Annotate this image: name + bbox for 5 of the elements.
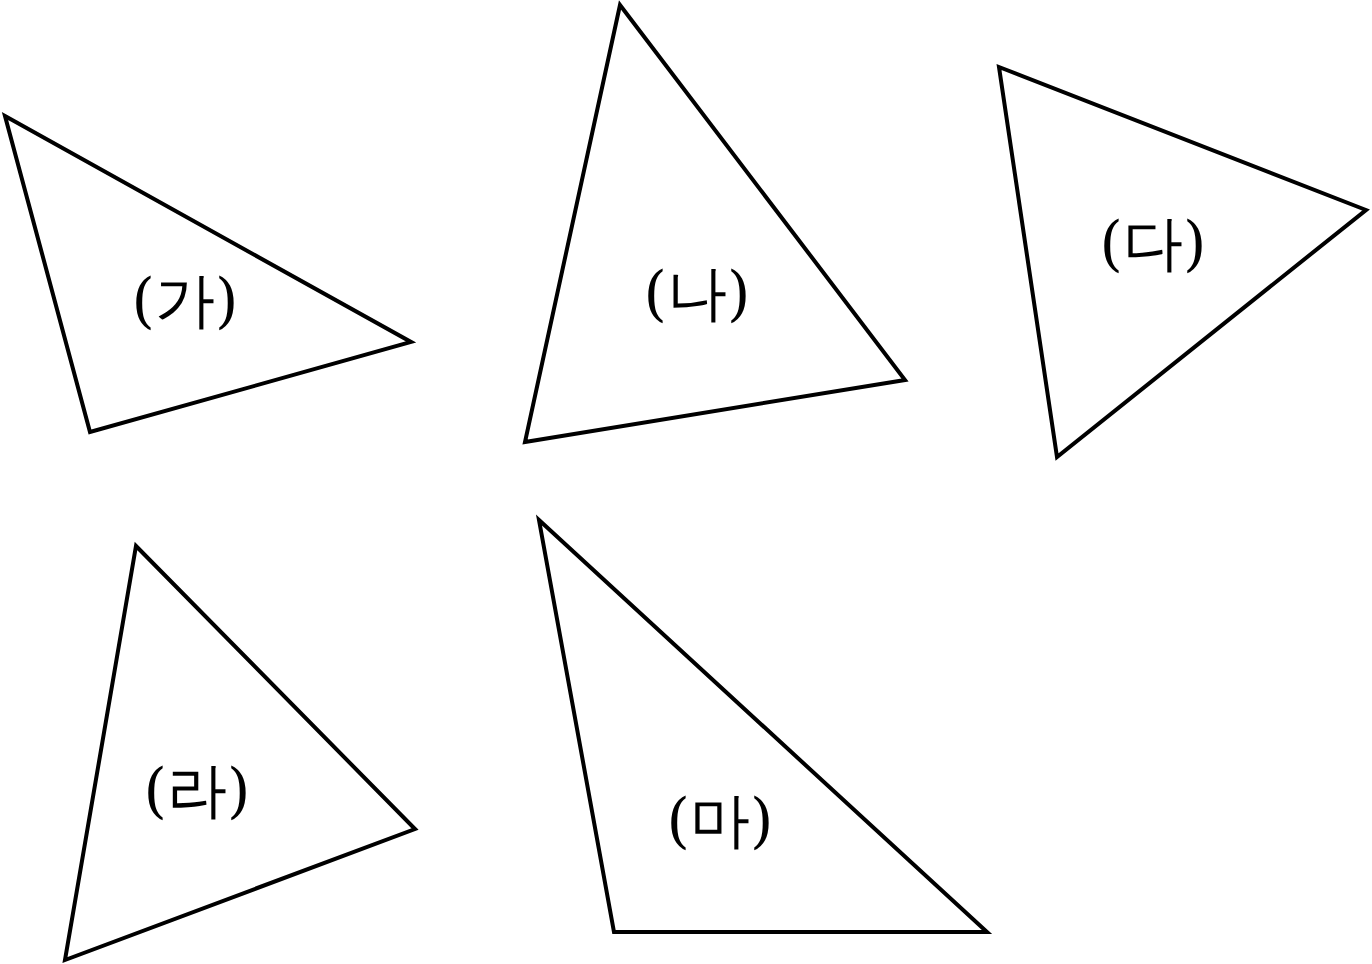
triangle-label: (마) [666, 790, 774, 850]
triangle-label: (가) [131, 270, 239, 330]
triangle-label: (다) [1099, 213, 1207, 273]
triangle-label: (라) [143, 760, 251, 820]
triangle-label: (나) [643, 263, 751, 323]
